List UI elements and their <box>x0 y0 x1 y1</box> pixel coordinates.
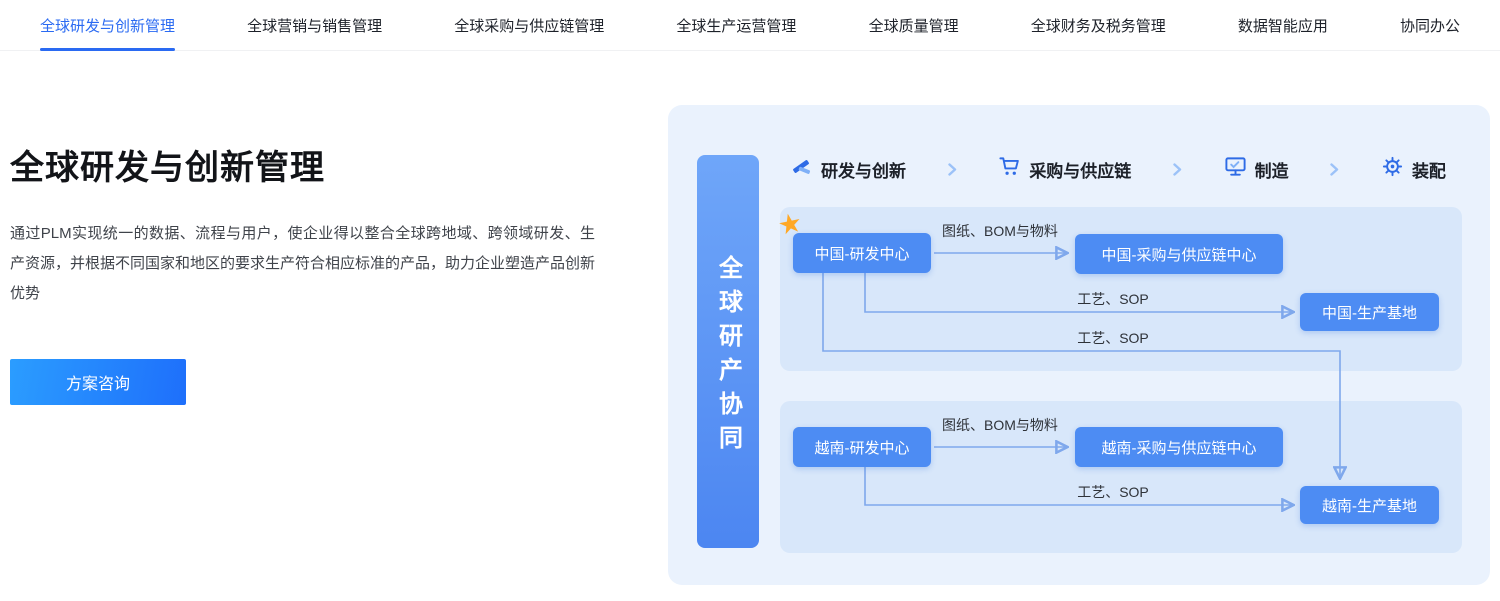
nav-item-collaboration[interactable]: 协同办公 <box>1399 17 1460 35</box>
diagram-side-bar: 全球研产协同 <box>697 155 759 548</box>
consult-button[interactable]: 方案咨询 <box>10 359 186 405</box>
hero-section: 全球研发与创新管理 通过PLM实现统一的数据、流程与用户，使企业得以整合全球跨地… <box>10 140 610 405</box>
process-step-label: 装配 <box>1411 161 1446 181</box>
cart-icon <box>998 155 1021 183</box>
process-step-assembly: 装配 <box>1381 155 1446 183</box>
diagram-side-label: 全球研产协同 <box>714 254 742 459</box>
nav-item-procurement-supplychain[interactable]: 全球采购与供应链管理 <box>454 17 605 35</box>
node-vietnam-production-base: 越南-生产基地 <box>1300 486 1439 524</box>
nav-item-marketing-sales[interactable]: 全球营销与销售管理 <box>247 17 383 35</box>
monitor-icon <box>1224 155 1247 183</box>
nav-item-finance-tax[interactable]: 全球财务及税务管理 <box>1030 17 1166 35</box>
node-vietnam-rd-center: 越南-研发中心 <box>793 427 931 467</box>
chevron-right-icon <box>1330 162 1339 176</box>
edge-label-vn-drawings: 图纸、BOM与物料 <box>942 417 1058 433</box>
chevron-right-icon <box>1173 162 1182 176</box>
chevron-right-icon <box>947 162 957 176</box>
node-china-rd-center: 中国-研发中心 <box>793 233 931 273</box>
nav-item-production-operations[interactable]: 全球生产运营管理 <box>676 17 797 35</box>
process-row: 研发与创新 采购与供应链 <box>790 151 1446 187</box>
star-icon: ★ <box>775 206 805 242</box>
vietnam-group-panel <box>780 401 1462 553</box>
diagram-panel: 全球研产协同 研发与创新 采购与供应链 <box>668 105 1490 585</box>
node-vietnam-procurement-center: 越南-采购与供应链中心 <box>1075 427 1283 467</box>
node-china-production-base: 中国-生产基地 <box>1300 293 1439 331</box>
edge-label-china-sop-1: 工艺、SOP <box>1077 291 1149 307</box>
process-step-rd: 研发与创新 <box>790 155 906 183</box>
process-step-label: 制造 <box>1254 161 1289 181</box>
process-step-label: 采购与供应链 <box>1029 161 1132 181</box>
edge-label-china-sop-2: 工艺、SOP <box>1077 330 1149 346</box>
process-step-manufacturing: 制造 <box>1224 155 1289 183</box>
edge-label-china-drawings: 图纸、BOM与物料 <box>942 223 1058 239</box>
design-icon <box>790 155 813 183</box>
page-title: 全球研发与创新管理 <box>10 149 325 187</box>
nav-item-rd-innovation[interactable]: 全球研发与创新管理 <box>40 0 176 51</box>
nav-item-quality[interactable]: 全球质量管理 <box>868 17 959 35</box>
nav-item-data-intelligence[interactable]: 数据智能应用 <box>1237 17 1328 35</box>
node-china-procurement-center: 中国-采购与供应链中心 <box>1075 234 1283 274</box>
top-navigation: 全球研发与创新管理 全球营销与销售管理 全球采购与供应链管理 全球生产运营管理 … <box>0 0 1500 51</box>
gear-icon <box>1381 155 1404 183</box>
hero-description: 通过PLM实现统一的数据、流程与用户，使企业得以整合全球跨地域、跨领域研发、生产… <box>10 225 596 302</box>
edge-label-vn-sop: 工艺、SOP <box>1077 484 1149 500</box>
process-step-label: 研发与创新 <box>821 161 906 181</box>
process-step-procurement: 采购与供应链 <box>998 155 1131 183</box>
